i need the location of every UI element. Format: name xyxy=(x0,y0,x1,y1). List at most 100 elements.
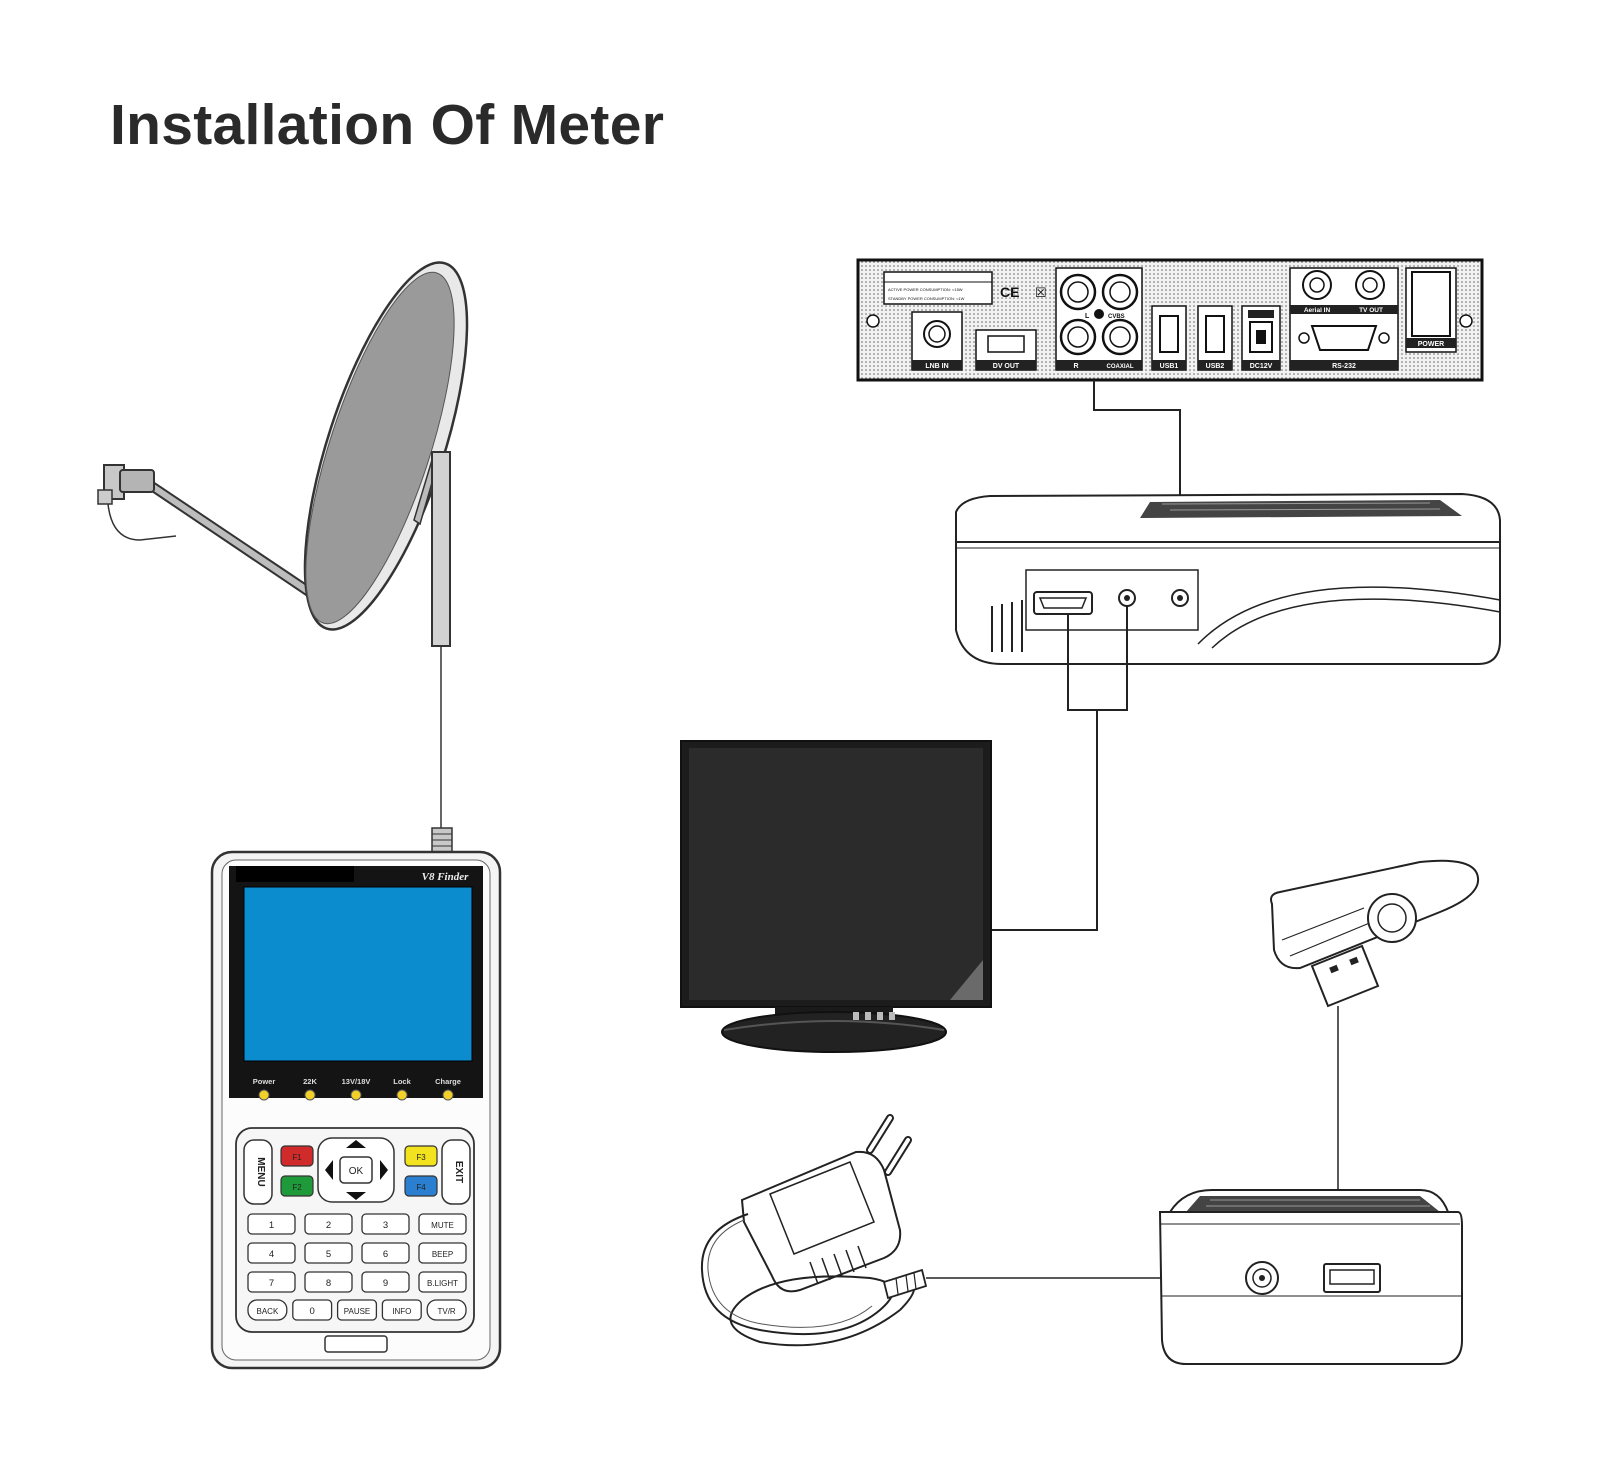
keypad-key-label: INFO xyxy=(392,1307,411,1316)
keypad-key[interactable] xyxy=(304,1271,353,1293)
dc12v-label: DC12V xyxy=(1250,363,1273,370)
indicator-led-icon xyxy=(258,1089,270,1101)
lnb-in-label: LNB IN xyxy=(925,363,948,370)
tv-buttons-icon xyxy=(853,1012,895,1020)
keypad-key[interactable] xyxy=(292,1299,333,1321)
keypad-key-label: 7 xyxy=(269,1278,274,1289)
fkey-4-button[interactable] xyxy=(404,1175,438,1197)
indicator-label: Charge xyxy=(435,1077,461,1086)
aerial-in-label: Aerial IN xyxy=(1304,307,1331,314)
tv-out-label: TV OUT xyxy=(1359,307,1383,314)
ok-key-label: OK xyxy=(349,1166,364,1177)
exit-key[interactable] xyxy=(441,1139,471,1205)
keypad-key-label: 5 xyxy=(326,1249,331,1260)
menu-key[interactable] xyxy=(243,1139,273,1205)
power-label: POWER xyxy=(1418,341,1444,348)
indicator-label: 22K xyxy=(303,1077,317,1086)
meter-screen xyxy=(243,886,473,1062)
mount-pole xyxy=(431,451,451,647)
usb1-label: USB1 xyxy=(1160,363,1179,370)
keypad-key[interactable] xyxy=(247,1299,288,1321)
keypad-key[interactable] xyxy=(361,1213,410,1235)
power-switch-icon xyxy=(1411,271,1451,337)
meter-bottom-port xyxy=(324,1335,388,1353)
keypad-key[interactable] xyxy=(247,1213,296,1235)
dc-plug-icon xyxy=(882,1268,928,1300)
indicator-label: 13V/18V xyxy=(342,1077,371,1086)
dish-feed-arm xyxy=(144,478,325,605)
usb2-label: USB2 xyxy=(1206,363,1225,370)
fkey-2-button[interactable] xyxy=(280,1175,314,1197)
fkey-3-button[interactable] xyxy=(404,1145,438,1167)
indicator-led-icon xyxy=(442,1089,454,1101)
l-label: L xyxy=(1085,313,1090,320)
dpad-left-icon[interactable] xyxy=(325,1160,333,1180)
keypad-key[interactable] xyxy=(336,1299,378,1321)
meter-bottom-view xyxy=(1158,1189,1463,1365)
tv-monitor xyxy=(680,740,992,1053)
fkey-1-button[interactable] xyxy=(280,1145,314,1167)
keypad-key[interactable] xyxy=(361,1242,410,1264)
indicator-led-icon xyxy=(350,1089,362,1101)
spec-line-2: STANDBY POWER CONSUMPTION: <1W xyxy=(888,296,965,301)
dpad-down-icon[interactable] xyxy=(346,1192,366,1200)
keypad-key[interactable] xyxy=(247,1271,296,1293)
keypad-key[interactable] xyxy=(361,1271,410,1293)
receiver-back-panel: ACTIVE POWER CONSUMPTION: <15W STANDBY P… xyxy=(856,258,1484,382)
menu-key-label: MENU xyxy=(255,1157,266,1186)
dv-out-port-icon xyxy=(987,335,1025,353)
keypad-key[interactable] xyxy=(247,1242,296,1264)
keypad-key-label: MUTE xyxy=(431,1221,454,1230)
dpad-up-icon[interactable] xyxy=(346,1140,366,1148)
usb2-port-icon xyxy=(1205,315,1225,353)
dpad-right-icon[interactable] xyxy=(380,1160,388,1180)
keypad-key[interactable] xyxy=(418,1213,467,1235)
keypad-key-label: 4 xyxy=(269,1249,274,1260)
rs232-port-icon xyxy=(1310,325,1378,351)
screw-left-icon xyxy=(866,314,880,328)
fkey-label: F2 xyxy=(292,1183,302,1192)
indicator-led-icon xyxy=(396,1089,408,1101)
vent-slots-icon xyxy=(991,600,1023,652)
dpad: OK xyxy=(317,1137,395,1203)
keypad-key[interactable] xyxy=(381,1299,422,1321)
ok-key[interactable] xyxy=(339,1156,373,1184)
keypad-key[interactable] xyxy=(426,1299,467,1321)
keypad-key[interactable] xyxy=(418,1271,467,1293)
indicator-label: Lock xyxy=(393,1077,411,1086)
screw-right-icon xyxy=(1459,314,1473,328)
keypad-key[interactable] xyxy=(418,1242,467,1264)
keypad-key[interactable] xyxy=(304,1213,353,1235)
lnb-icon xyxy=(97,464,177,541)
satellite-dish xyxy=(97,261,469,828)
tv-screen xyxy=(689,748,983,1000)
weee-icon: ☒ xyxy=(1035,285,1047,300)
r-label: R xyxy=(1073,363,1078,370)
usb-flash-drive xyxy=(1270,859,1480,1276)
ce-mark: CE xyxy=(1000,284,1019,300)
fkey-label: F1 xyxy=(292,1153,302,1162)
coaxial-label: COAXIAL xyxy=(1107,364,1134,370)
indicator-led-icon xyxy=(304,1089,316,1101)
keypad-key-label: 6 xyxy=(383,1249,388,1260)
spec-line-1: ACTIVE POWER CONSUMPTION: <15W xyxy=(888,287,963,292)
keypad-key-label: 1 xyxy=(269,1220,274,1231)
keypad-key-label: TV/R xyxy=(437,1307,455,1316)
keypad-key-label: PAUSE xyxy=(344,1307,371,1316)
usb-plug-icon xyxy=(1310,944,1380,1008)
power-adapter xyxy=(700,1114,1246,1347)
spec-label xyxy=(883,271,993,305)
keypad-key-label: B.LIGHT xyxy=(427,1279,458,1288)
keypad-key-label: 3 xyxy=(383,1220,388,1231)
meter-brand-label: V8 Finder xyxy=(422,871,469,883)
keypad-key-label: 8 xyxy=(326,1278,331,1289)
keypad-key-label: BACK xyxy=(257,1307,279,1316)
fkey-label: F3 xyxy=(416,1153,426,1162)
rs232-label: RS-232 xyxy=(1332,363,1356,370)
keypad-key-label: 9 xyxy=(383,1278,388,1289)
meter-side-view xyxy=(955,492,1501,665)
keypad-key-label: 0 xyxy=(310,1306,315,1317)
keypad-key[interactable] xyxy=(304,1242,353,1264)
